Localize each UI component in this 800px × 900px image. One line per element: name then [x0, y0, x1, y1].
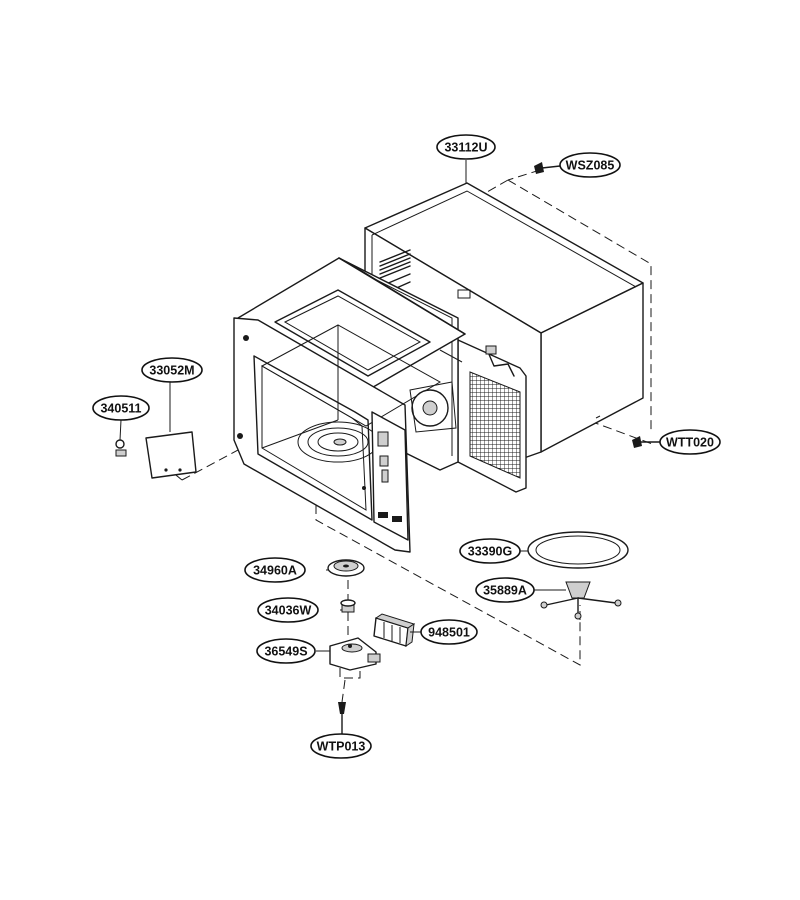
- label-340511: 340511: [100, 402, 141, 416]
- label-35889A: 35889A: [483, 584, 527, 598]
- turntable-motor: [316, 637, 381, 671]
- drive-shaft: [340, 599, 356, 613]
- motor-screw: [338, 702, 346, 735]
- top-screw: [534, 162, 561, 174]
- cover-screw: [115, 419, 127, 457]
- callout-WTT020[interactable]: WTT020: [659, 429, 721, 455]
- turntable-glass-tray: [520, 531, 629, 569]
- label-WTT020: WTT020: [666, 436, 714, 450]
- callout-35889A[interactable]: 35889A: [475, 577, 535, 603]
- callout-340511[interactable]: 340511: [92, 395, 150, 421]
- callout-33390G[interactable]: 33390G: [459, 538, 521, 564]
- oven-cavity-assembly: [233, 257, 527, 553]
- label-33052M: 33052M: [149, 364, 194, 378]
- callout-WTP013[interactable]: WTP013: [310, 733, 372, 759]
- label-34960A: 34960A: [253, 564, 297, 578]
- waveguide-cover: [145, 380, 197, 479]
- callout-36549S[interactable]: 36549S: [256, 638, 316, 664]
- label-948501: 948501: [428, 626, 470, 640]
- callout-WSZ085[interactable]: WSZ085: [559, 152, 621, 178]
- label-34036W: 34036W: [265, 604, 312, 618]
- callout-34036W[interactable]: 34036W: [257, 597, 319, 623]
- side-screw: [632, 436, 661, 448]
- turntable-coupler: [326, 559, 365, 577]
- callout-34960A[interactable]: 34960A: [244, 557, 306, 583]
- callout-33112U[interactable]: 33112U: [436, 134, 496, 183]
- cabinet-vents: [379, 249, 601, 419]
- callout-948501[interactable]: 948501: [420, 619, 478, 645]
- label-36549S: 36549S: [264, 645, 307, 659]
- roller-support: [532, 581, 622, 620]
- label-33112U: 33112U: [444, 141, 487, 155]
- label-WTP013: WTP013: [317, 740, 366, 754]
- label-WSZ085: WSZ085: [566, 159, 615, 173]
- callout-33052M[interactable]: 33052M: [141, 357, 203, 383]
- accessory-block: [373, 613, 424, 648]
- label-33390G: 33390G: [468, 545, 512, 559]
